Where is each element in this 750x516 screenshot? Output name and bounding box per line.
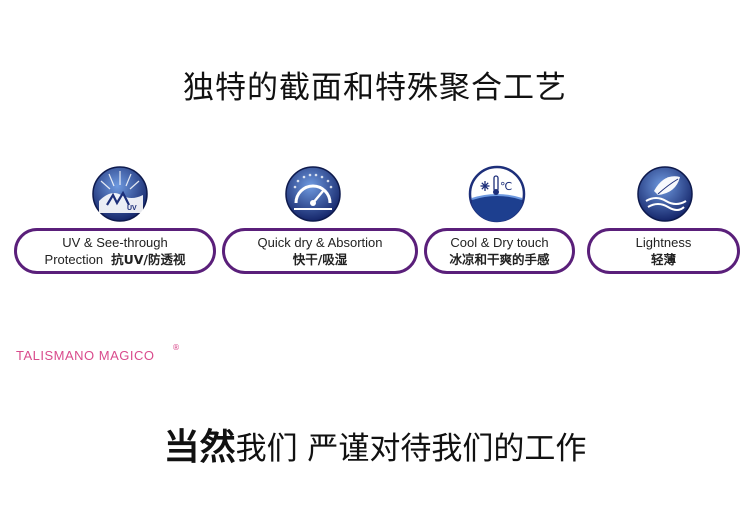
feature-en-line: Lightness: [635, 235, 692, 250]
feature-cn-label: 快干/吸湿: [292, 252, 348, 267]
feature-en-line: Cool & Dry touch: [450, 235, 549, 250]
lightness-leaf-icon: [636, 165, 694, 223]
tagline-text: 我们 严谨对待我们的工作: [235, 431, 587, 467]
celsius-symbol: ℃: [500, 180, 512, 193]
feature-cn-label: 抗UV/防透视: [111, 252, 186, 267]
brand-name: TALISMANO MAGICO: [16, 348, 155, 363]
feature-pill-quick-dry: Quick dry & Absortion 快干/吸湿: [222, 228, 418, 274]
feature-pill-lightness: Lightness 轻薄: [587, 228, 740, 274]
feature-en-line: Quick dry & Absortion: [257, 235, 383, 250]
tagline: 当然我们 严谨对待我们的工作: [0, 418, 750, 470]
quick-dry-gauge-icon: [284, 165, 342, 223]
cool-thermometer-icon: ℃: [468, 165, 526, 223]
feature-en-line: Protection: [44, 252, 104, 267]
svg-text:UV: UV: [127, 205, 137, 212]
tagline-emphasis: 当然: [163, 427, 236, 468]
feature-cn-label: 轻薄: [650, 252, 676, 267]
headline: 独特的截面和特殊聚合工艺: [183, 70, 567, 106]
feature-pill-uv: UV & See-through Protection 抗UV/防透视: [14, 228, 216, 274]
feature-pill-cool-dry: Cool & Dry touch 冰凉和干爽的手感: [424, 228, 575, 274]
registered-mark: ®: [172, 343, 180, 352]
feature-cn-label: 冰凉和干爽的手感: [449, 252, 550, 267]
feature-en-line: UV & See-through: [62, 235, 168, 250]
uv-protection-icon: UV: [91, 165, 149, 223]
